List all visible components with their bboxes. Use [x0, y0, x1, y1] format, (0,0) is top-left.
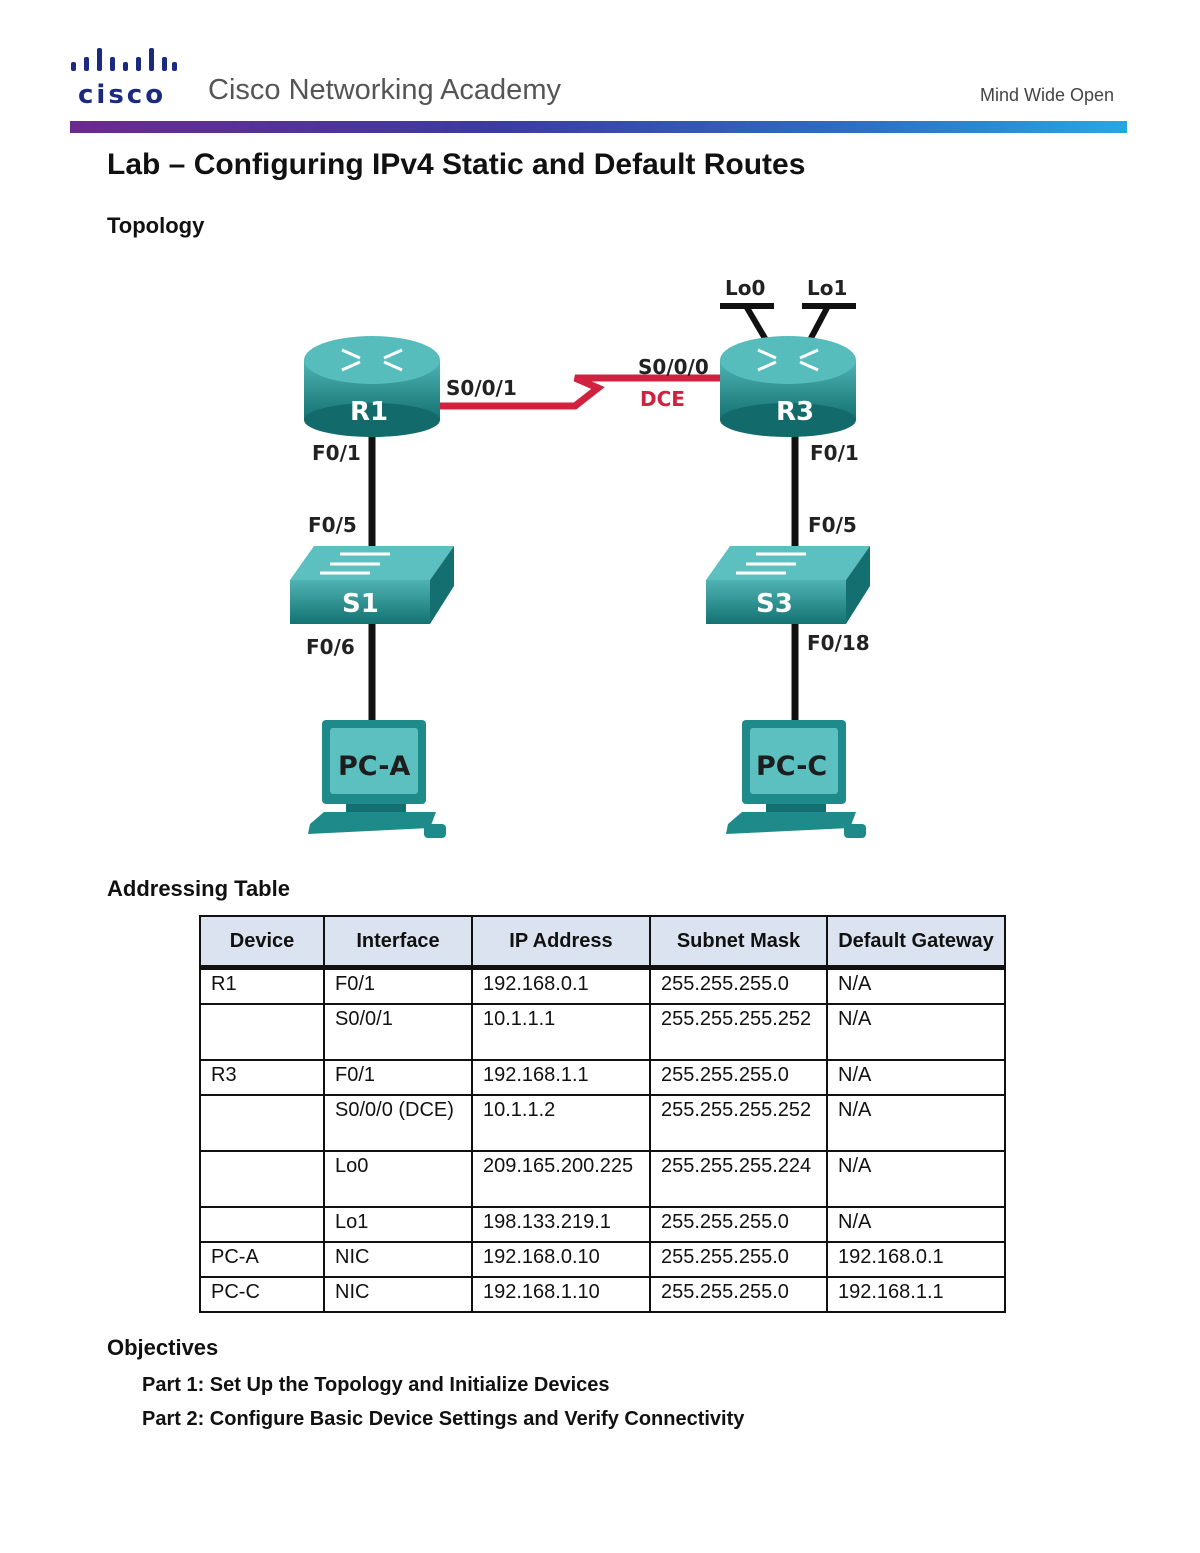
lo1-label: Lo1 — [807, 276, 847, 300]
table-cell: 192.168.1.10 — [471, 1276, 651, 1313]
table-cell: N/A — [826, 1094, 1006, 1152]
table-cell: Lo1 — [323, 1206, 473, 1243]
table-cell: 255.255.255.0 — [649, 1206, 828, 1243]
table-cell: F0/1 — [323, 966, 473, 1005]
table-cell: 10.1.1.1 — [471, 1003, 651, 1061]
table-cell: 255.255.255.252 — [649, 1003, 828, 1061]
topology-diagram: R1 R3 S1 S3 PC-A PC-C S0/0/1 S0/0/0 DCE … — [290, 276, 870, 838]
table-cell: F0/1 — [323, 1059, 473, 1096]
objective-item: Part 2: Configure Basic Device Settings … — [142, 1408, 745, 1430]
addressing-table: Device Interface IP Address Subnet Mask … — [199, 915, 1006, 1313]
table-cell: PC-C — [199, 1276, 325, 1313]
table-cell: 255.255.255.252 — [649, 1094, 828, 1152]
switch-s3-icon — [706, 546, 870, 624]
table-cell: 255.255.255.224 — [649, 1150, 828, 1208]
switch-s1-icon — [290, 546, 454, 624]
r3-serial-label: S0/0/0 — [638, 355, 709, 379]
table-cell: 192.168.0.1 — [471, 966, 651, 1005]
table-cell: 209.165.200.225 — [471, 1150, 651, 1208]
table-row: PC-C NIC 192.168.1.10 255.255.255.0 192.… — [199, 1276, 1006, 1313]
router-r1-icon — [304, 336, 440, 437]
r3-fa-label: F0/1 — [810, 441, 859, 465]
table-cell — [199, 1150, 325, 1208]
table-cell: 192.168.0.10 — [471, 1241, 651, 1278]
table-cell: N/A — [826, 1206, 1006, 1243]
table-cell: 192.168.1.1 — [826, 1276, 1006, 1313]
table-cell: 192.168.0.1 — [826, 1241, 1006, 1278]
s3-up-label: F0/5 — [808, 513, 857, 537]
objectives-heading: Objectives — [107, 1335, 219, 1360]
column-header: Default Gateway — [826, 915, 1006, 970]
table-cell: 255.255.255.0 — [649, 966, 828, 1005]
addressing-table-heading: Addressing Table — [107, 876, 290, 901]
table-cell — [199, 1003, 325, 1061]
switch-s1-label: S1 — [342, 589, 379, 619]
router-r3-label: R3 — [776, 397, 814, 427]
loopback-lo0-icon — [720, 303, 774, 342]
table-cell: N/A — [826, 1059, 1006, 1096]
column-header: Subnet Mask — [649, 915, 828, 970]
pc-c-label: PC-C — [756, 751, 827, 782]
table-cell: N/A — [826, 966, 1006, 1005]
table-row: PC-A NIC 192.168.0.10 255.255.255.0 192.… — [199, 1241, 1006, 1278]
serial-link — [440, 374, 725, 410]
table-row: Lo1 198.133.219.1 255.255.255.0 N/A — [199, 1206, 1006, 1243]
table-cell: NIC — [323, 1276, 473, 1313]
objective-item: Part 1: Set Up the Topology and Initiali… — [142, 1374, 610, 1396]
table-cell: N/A — [826, 1150, 1006, 1208]
table-cell: 198.133.219.1 — [471, 1206, 651, 1243]
document-title: Lab – Configuring IPv4 Static and Defaul… — [107, 148, 806, 181]
loopback-lo1-icon — [802, 303, 856, 342]
table-row: R1 F0/1 192.168.0.1 255.255.255.0 N/A — [199, 966, 1006, 1005]
table-cell: NIC — [323, 1241, 473, 1278]
column-header: Interface — [323, 915, 473, 970]
router-r3-icon — [720, 336, 856, 437]
pc-c-icon — [726, 720, 866, 838]
table-cell: 10.1.1.2 — [471, 1094, 651, 1152]
table-header-row: Device Interface IP Address Subnet Mask … — [199, 915, 1006, 970]
brand-name: Cisco Networking Academy — [208, 74, 561, 106]
table-row: S0/0/0 (DCE) 10.1.1.2 255.255.255.252 N/… — [199, 1094, 1006, 1152]
table-cell: S0/0/0 (DCE) — [323, 1094, 473, 1152]
switch-s3-label: S3 — [756, 589, 793, 619]
table-row: R3 F0/1 192.168.1.1 255.255.255.0 N/A — [199, 1059, 1006, 1096]
cisco-logo-wordmark: cisco — [78, 80, 167, 110]
dce-label: DCE — [640, 387, 685, 411]
table-cell: S0/0/1 — [323, 1003, 473, 1061]
table-cell: N/A — [826, 1003, 1006, 1061]
cisco-logo-bars-icon — [71, 48, 177, 71]
lo0-label: Lo0 — [725, 276, 765, 300]
r1-fa-label: F0/1 — [312, 441, 361, 465]
pc-a-label: PC-A — [338, 751, 410, 782]
table-cell — [199, 1094, 325, 1152]
s3-down-label: F0/18 — [807, 631, 870, 655]
header-gradient-rule — [70, 121, 1127, 133]
table-cell: 255.255.255.0 — [649, 1059, 828, 1096]
column-header: Device — [199, 915, 325, 970]
column-header: IP Address — [471, 915, 651, 970]
topology-heading: Topology — [107, 213, 205, 238]
table-cell: 192.168.1.1 — [471, 1059, 651, 1096]
s1-down-label: F0/6 — [306, 635, 355, 659]
r1-serial-label: S0/0/1 — [446, 376, 517, 400]
s1-up-label: F0/5 — [308, 513, 357, 537]
pc-a-icon — [308, 720, 446, 838]
table-cell — [199, 1206, 325, 1243]
tagline: Mind Wide Open — [980, 85, 1115, 105]
table-cell: R1 — [199, 966, 325, 1005]
table-cell: 255.255.255.0 — [649, 1276, 828, 1313]
table-cell: 255.255.255.0 — [649, 1241, 828, 1278]
table-cell: PC-A — [199, 1241, 325, 1278]
router-r1-label: R1 — [350, 397, 388, 427]
table-cell: Lo0 — [323, 1150, 473, 1208]
table-row: S0/0/1 10.1.1.1 255.255.255.252 N/A — [199, 1003, 1006, 1061]
table-cell: R3 — [199, 1059, 325, 1096]
table-row: Lo0 209.165.200.225 255.255.255.224 N/A — [199, 1150, 1006, 1208]
